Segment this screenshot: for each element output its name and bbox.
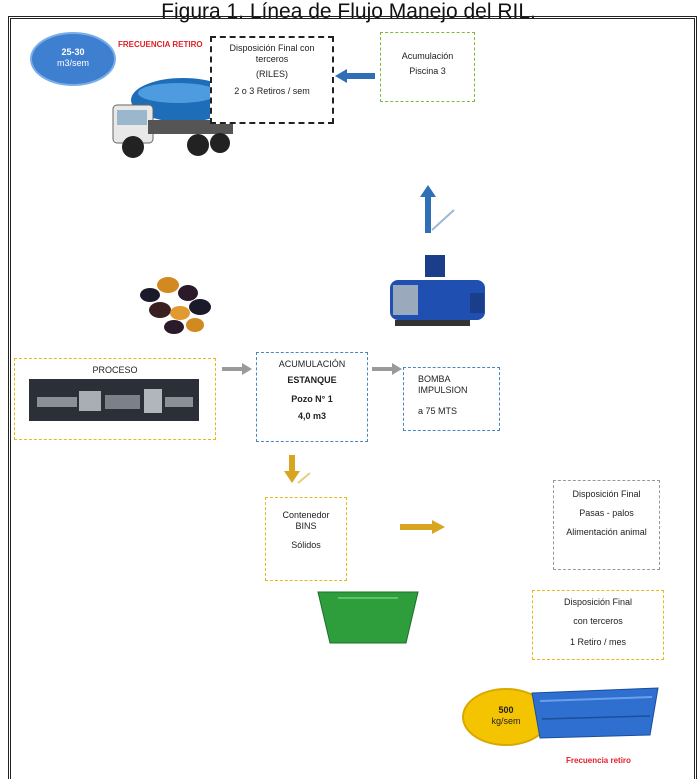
freq-label-top: FRECUENCIA RETIRO	[118, 40, 203, 49]
accumulation-pool-box: Acumulación Piscina 3	[380, 32, 475, 102]
freq-label-bottom: Frecuencia retiro	[566, 756, 631, 765]
pump-icon	[390, 255, 485, 326]
container-box: Contenedor BINS Sólidos	[265, 497, 347, 581]
arrow-right-icon	[400, 520, 445, 534]
weight-unit: kg/sem	[491, 716, 521, 726]
green-bin-icon	[317, 591, 419, 644]
volume-value: 25-30	[61, 47, 85, 57]
disposal-raisins-use: Alimentación animal	[566, 527, 647, 537]
arrow-right-icon	[372, 363, 402, 375]
volume-ellipse: 25-30 m3/sem	[30, 32, 116, 86]
tank-well: Pozo N° 1	[291, 394, 333, 404]
disposal-riles-title: Disposición Final con terceros	[229, 43, 315, 64]
volume-unit: m3/sem	[56, 58, 89, 68]
container-content: Sólidos	[291, 540, 321, 550]
tank-type: ESTANQUE	[287, 375, 337, 385]
blue-container-icon	[531, 687, 659, 739]
disposal-third-party-title: Disposición Final	[563, 597, 633, 607]
arrow-down-icon	[284, 455, 311, 484]
disposal-third-party-frequency: 1 Retiro / mes	[569, 637, 627, 647]
tanker-truck-icon	[112, 78, 235, 158]
weight-value: 500	[498, 705, 514, 715]
disposal-raisins-material: Pasas - palos	[579, 508, 634, 518]
process-box: PROCESO	[14, 358, 216, 440]
disposal-riles-box: Disposición Final con terceros (RILES) 2…	[210, 36, 334, 124]
tank-box: ACUMULACIÓN ESTANQUE Pozo N° 1 4,0 m3	[256, 352, 368, 442]
pump-title: BOMBA	[418, 374, 451, 384]
tank-title: ACUMULACIÓN	[278, 359, 346, 369]
arrow-left-icon	[335, 69, 375, 83]
arrow-right-icon	[222, 363, 252, 375]
accumulation-pool-title: Acumulación	[401, 51, 454, 61]
pump-distance: a 75 MTS	[418, 406, 458, 416]
process-label: PROCESO	[92, 365, 138, 375]
arrow-up-icon	[420, 185, 455, 233]
container-type: BINS	[295, 521, 317, 531]
disposal-third-party-box: Disposición Final con terceros 1 Retiro …	[532, 590, 664, 660]
pump-box: BOMBA IMPULSION a 75 MTS	[403, 367, 500, 431]
accumulation-pool-name: Piscina 3	[409, 66, 446, 76]
diagram-frame	[8, 16, 697, 779]
container-title: Contenedor	[282, 510, 330, 520]
disposal-third-party-type: con terceros	[573, 616, 623, 626]
disposal-riles-type: (RILES)	[255, 69, 288, 79]
disposal-raisins-box: Disposición Final Pasas - palos Alimenta…	[553, 480, 660, 570]
disposal-riles-frequency: 2 o 3 Retiros / sem	[234, 86, 310, 96]
pump-subtitle: IMPULSION	[418, 385, 468, 395]
process-line-photo	[29, 379, 199, 421]
dried-fruit-icon	[140, 277, 211, 334]
disposal-raisins-title: Disposición Final	[572, 489, 641, 499]
tank-capacity: 4,0 m3	[297, 411, 327, 421]
